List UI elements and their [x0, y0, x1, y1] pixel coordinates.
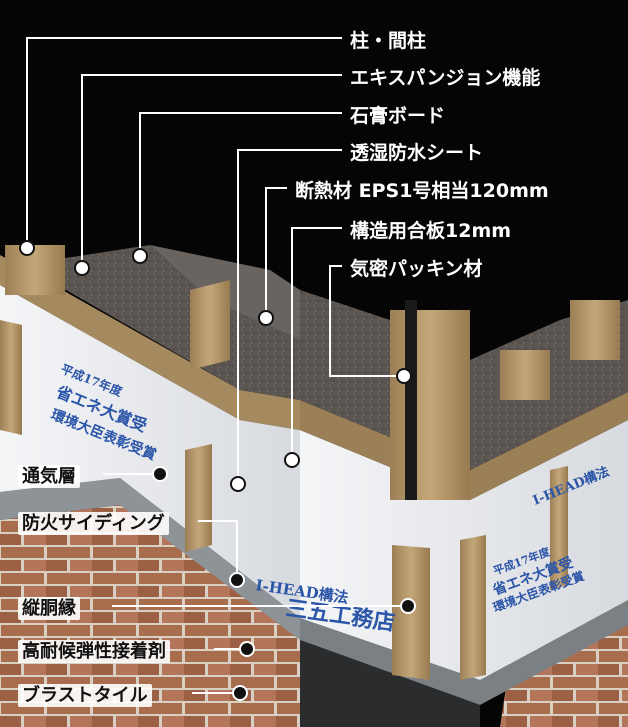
label-furring: 縦胴縁: [18, 594, 80, 620]
label-tile: ブラストタイル: [18, 681, 152, 707]
label-gypsum: 石膏ボード: [350, 105, 446, 127]
label-insulation: 断熱材 EPS1号相当120mm: [295, 180, 549, 202]
label-adhesive-text: 高耐候弾性接着剤: [18, 640, 170, 663]
leader-siding: [198, 520, 238, 580]
label-sheet: 透湿防水シート: [350, 142, 484, 164]
label-vent: 通気層: [18, 462, 80, 488]
leader-gypsum: [139, 112, 342, 256]
leader-lines: [26, 37, 408, 694]
label-adhesive: 高耐候弾性接着剤: [18, 637, 170, 663]
leader-airtight: [329, 265, 404, 377]
leader-dots: [19, 240, 416, 701]
leader-plywood: [291, 227, 342, 460]
wood-posts: [5, 245, 620, 500]
leader-expansion: [81, 74, 342, 268]
leader-insulation: [265, 187, 287, 318]
label-expansion: エキスパンジョン機能: [350, 67, 541, 89]
label-siding: 防火サイディング: [18, 509, 169, 535]
leader-pillar: [26, 37, 342, 248]
label-siding-text: 防火サイディング: [18, 512, 169, 535]
label-vent-text: 通気層: [18, 465, 80, 488]
label-furring-text: 縦胴縁: [18, 597, 80, 620]
label-airtight: 気密パッキン材: [350, 258, 483, 280]
label-plywood: 構造用合板12mm: [350, 220, 512, 242]
leader-sheet: [237, 149, 342, 484]
label-pillar: 柱・間柱: [350, 30, 427, 52]
label-tile-text: ブラストタイル: [18, 684, 152, 707]
flashing-strip: [0, 478, 628, 727]
